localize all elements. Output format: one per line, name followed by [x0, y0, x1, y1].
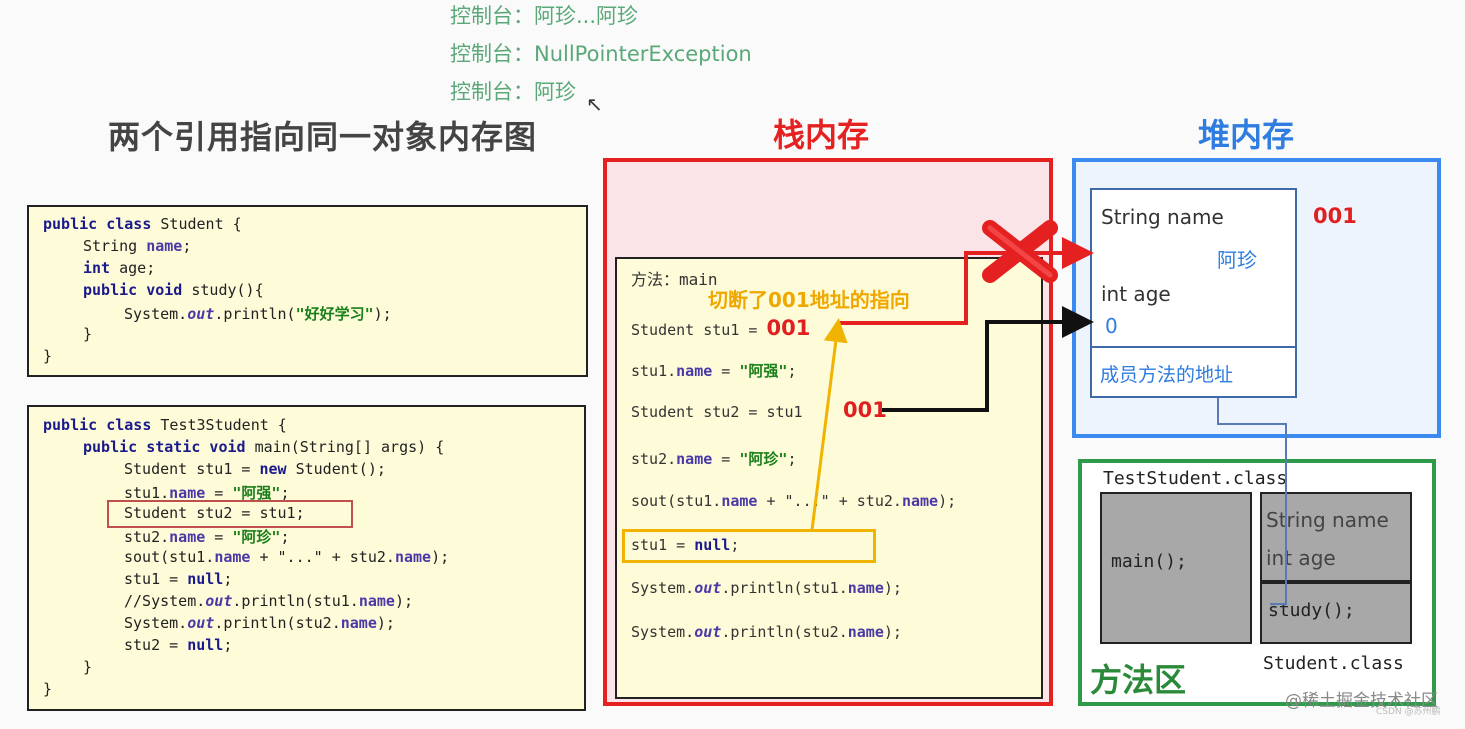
- diagram-title: 两个引用指向同一对象内存图: [108, 118, 538, 156]
- heap-field-name: String name: [1101, 205, 1224, 229]
- test-class-code: public class Test3Student { public stati…: [27, 405, 586, 711]
- student-class-code: public class Student { String name; int …: [27, 205, 588, 377]
- stack-line-7: System.out.println(stu1.name);: [631, 579, 902, 597]
- object-address: 001: [1313, 204, 1357, 228]
- main-method-label: main();: [1111, 551, 1187, 572]
- stack-line-3: Student stu2 = stu1: [631, 403, 803, 421]
- heap-value-age: 0: [1105, 314, 1118, 338]
- student-object: [1090, 188, 1297, 398]
- member-method-address: 成员方法的地址: [1100, 364, 1234, 386]
- frame-label: 方法：main: [631, 270, 718, 289]
- student-class-label: Student.class: [1263, 653, 1404, 674]
- heap-value-name: 阿珍: [1217, 248, 1257, 272]
- console-line-2: 控制台：NullPointerException: [450, 42, 752, 66]
- stu2-address: 001: [843, 398, 887, 422]
- object-divider: [1090, 346, 1297, 348]
- stack-line-4: stu2.name = "阿珍";: [631, 450, 797, 468]
- console-line-1: 控制台：阿珍...阿珍: [450, 4, 639, 28]
- main-method-box: [1100, 492, 1252, 644]
- stack-line-6: stu1 = null;: [631, 536, 740, 554]
- study-method-label: study();: [1268, 600, 1355, 621]
- cross-icon: [982, 220, 1058, 283]
- stack-line-1: Student stu1 = 001: [631, 316, 811, 340]
- stu2-reference-arrow: [882, 306, 1094, 412]
- stack-line-8: System.out.println(stu2.name);: [631, 623, 902, 641]
- method-area-field-age: int age: [1266, 546, 1336, 570]
- stu1-address: 001: [766, 316, 811, 340]
- stack-line-2: stu1.name = "阿强";: [631, 362, 797, 380]
- watermark: @稀土掘金技术社区: [1285, 691, 1438, 711]
- console-line-3: 控制台：阿珍: [450, 80, 576, 104]
- mouse-cursor-icon: ↖: [586, 92, 603, 116]
- cut-pointer-arrow: [810, 318, 848, 531]
- test-student-class-label: TestStudent.class: [1103, 468, 1288, 489]
- stack-line-5: sout(stu1.name + "..." + stu2.name);: [631, 492, 957, 510]
- method-area-title: 方法区: [1090, 661, 1187, 699]
- watermark-small: CSDN @苏州鹏: [1376, 707, 1441, 717]
- null-assignment-highlight: [622, 529, 876, 563]
- heap-field-age: int age: [1101, 282, 1171, 306]
- highlight-assignment-box: [107, 500, 353, 528]
- stack-memory-title: 栈内存: [773, 116, 870, 154]
- method-address-link: [1217, 398, 1287, 605]
- cut-reference-label: 切断了001地址的指向: [708, 288, 910, 312]
- heap-memory-title: 堆内存: [1198, 116, 1295, 154]
